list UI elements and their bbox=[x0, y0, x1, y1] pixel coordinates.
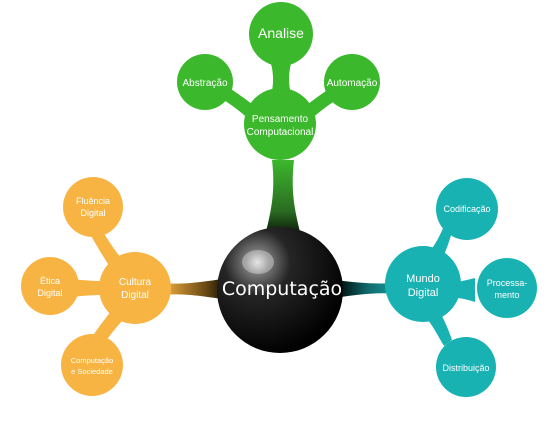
label-automacao: Automação bbox=[327, 78, 378, 89]
label-pensamento-line1: Pensamento bbox=[252, 114, 309, 125]
label-processamento-line1: Processa- bbox=[487, 278, 528, 288]
node-codificacao bbox=[436, 178, 498, 240]
node-computacao-center bbox=[217, 227, 343, 353]
connector-distribuicao bbox=[428, 312, 452, 346]
label-computacao-sociedade-line2: e Sociedade bbox=[71, 367, 113, 376]
label-cultura-line2: Digital bbox=[121, 290, 149, 301]
branch-pensamento-computacional bbox=[177, 2, 380, 160]
label-computacao: Computação bbox=[222, 278, 342, 300]
connector-pensamento bbox=[264, 160, 302, 240]
node-computacao-e-sociedade bbox=[61, 334, 123, 396]
node-abstracao bbox=[177, 54, 233, 110]
node-processamento bbox=[477, 258, 537, 318]
label-cultura-line1: Cultura bbox=[119, 277, 152, 288]
node-cultura-digital bbox=[99, 252, 171, 324]
sphere-highlight bbox=[242, 250, 274, 274]
node-pensamento-computacional bbox=[244, 88, 316, 160]
node-distribuicao bbox=[436, 337, 496, 397]
node-mundo-digital bbox=[385, 246, 461, 322]
label-distribuicao: Distribuição bbox=[442, 363, 489, 373]
label-pensamento-line2: Computacional bbox=[247, 127, 314, 138]
label-fluencia-line1: Fluência bbox=[76, 196, 110, 206]
label-fluencia-line2: Digital bbox=[80, 208, 105, 218]
label-computacao-sociedade-line1: Computação bbox=[71, 356, 114, 365]
label-mundo-line1: Mundo bbox=[406, 273, 440, 285]
label-codificacao: Codificação bbox=[443, 204, 490, 214]
label-processamento-line2: mento bbox=[494, 290, 519, 300]
connector-cultura bbox=[160, 278, 230, 300]
node-etica-digital bbox=[21, 257, 79, 315]
node-fluencia-digital bbox=[63, 177, 123, 237]
label-analise: Analise bbox=[258, 25, 304, 41]
branch-cultura-digital bbox=[21, 177, 171, 396]
branch-mundo-digital bbox=[385, 178, 537, 397]
label-abstracao: Abstração bbox=[182, 78, 227, 89]
node-automacao bbox=[324, 54, 380, 110]
label-etica-line2: Digital bbox=[37, 288, 62, 298]
label-mundo-line2: Digital bbox=[408, 287, 439, 299]
node-analise bbox=[249, 2, 313, 66]
label-etica-line1: Ética bbox=[40, 276, 60, 286]
